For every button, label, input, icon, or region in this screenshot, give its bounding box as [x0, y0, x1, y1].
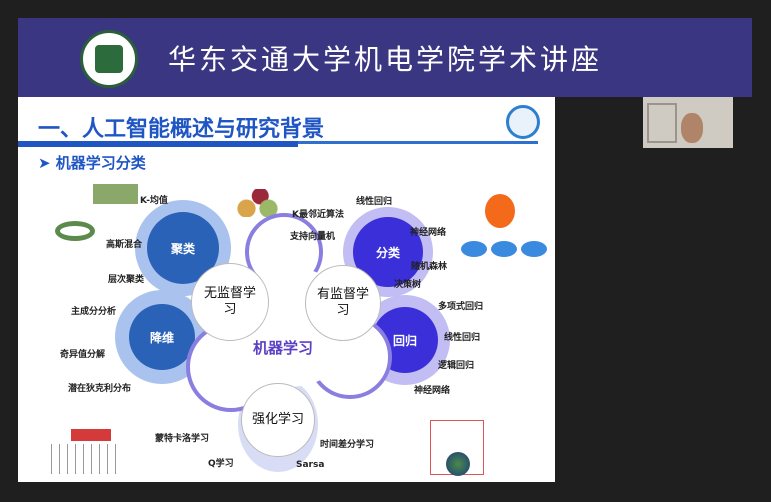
hierarchy-tree-image	[46, 419, 128, 477]
subtitle-text: 机器学习分类	[55, 154, 146, 172]
algorithm-label: 层次聚类	[108, 275, 145, 285]
reinforcement-label: 强化学习	[251, 412, 304, 427]
tree-node-root-icon	[485, 194, 515, 228]
reinforcement-learning-node: 强化学习	[241, 383, 315, 457]
classification-label: 分类	[375, 245, 400, 260]
title-divider-accent	[18, 141, 298, 147]
algorithm-label: 线性回归	[444, 333, 481, 343]
algorithm-label: 潜在狄克利分布	[68, 384, 132, 394]
algorithm-label: Sarsa	[296, 460, 325, 470]
lecture-title: 华东交通大学机电学院学术讲座	[168, 43, 603, 76]
algorithm-label: 线性回归	[356, 197, 393, 207]
algorithm-label: Q学习	[208, 459, 234, 469]
slide-header: 华东交通大学机电学院学术讲座	[18, 18, 752, 97]
algorithm-label: 决策树	[394, 280, 422, 290]
school-badge-icon	[506, 105, 540, 139]
algorithm-label: 高斯混合	[106, 240, 143, 250]
regression-label: 回归	[392, 333, 417, 348]
tree-node-icon	[521, 241, 547, 257]
algorithm-label: K-均值	[140, 196, 168, 206]
arrow-bullet-icon: ➤	[38, 154, 56, 172]
cluster-ring-image	[55, 221, 95, 241]
algorithm-label: 支持向量机	[290, 232, 336, 242]
cluster-image	[93, 184, 138, 204]
classification-node: 分类	[353, 217, 423, 287]
speaker-video-thumbnail[interactable]	[643, 97, 733, 148]
machine-learning-center-label: 机器学习	[253, 339, 314, 357]
slide-content: 一、人工智能概述与研究背景 ➤ 机器学习分类 聚类 降维 分类 回归 无监督学习…	[18, 97, 555, 482]
university-logo	[80, 30, 138, 88]
algorithm-label: 时间差分学习	[320, 440, 375, 450]
algorithm-label: 神经网络	[414, 386, 451, 396]
supervised-learning-node: 有监督学习	[305, 265, 381, 341]
earth-icon	[446, 452, 470, 476]
algorithm-label: 随机森林	[411, 262, 448, 272]
dim-reduction-node: 降维	[129, 304, 195, 370]
algorithm-label: 蒙特卡洛学习	[155, 434, 210, 444]
unsupervised-learning-node: 无监督学习	[191, 263, 269, 341]
section-title: 一、人工智能概述与研究背景	[38, 117, 325, 142]
algorithm-label: 多项式回归	[438, 302, 484, 312]
tree-node-icon	[491, 241, 517, 257]
knn-image	[230, 189, 285, 217]
tree-node-icon	[461, 241, 487, 257]
algorithm-label: 逻辑回归	[438, 361, 475, 371]
algorithm-label: K最邻近算法	[292, 210, 344, 220]
algorithm-label: 奇异值分解	[60, 350, 106, 360]
clustering-label: 聚类	[170, 241, 195, 256]
dim-reduction-label: 降维	[149, 330, 174, 345]
algorithm-label: 主成分分析	[71, 307, 117, 317]
subtitle: ➤ 机器学习分类	[38, 152, 146, 173]
algorithm-label: 神经网络	[410, 228, 447, 238]
supervised-label: 有监督学习	[316, 287, 369, 318]
unsupervised-label: 无监督学习	[203, 286, 256, 317]
